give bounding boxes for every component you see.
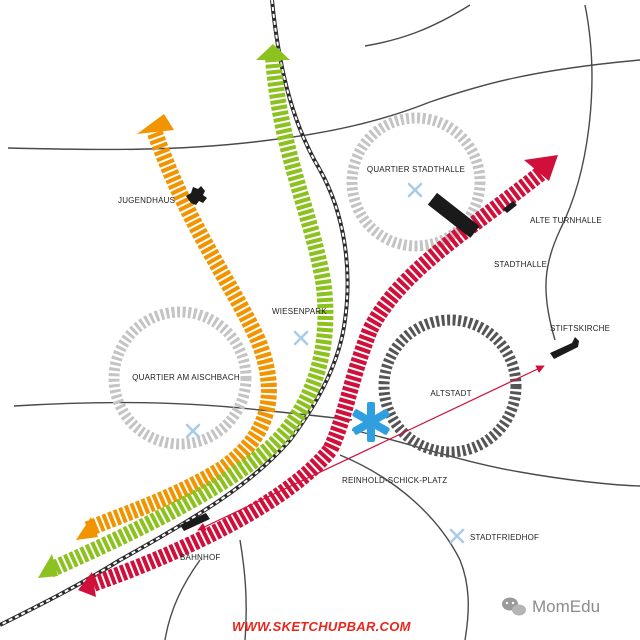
building-silhouette-icon: [186, 186, 207, 205]
arrowhead-green-north: [256, 44, 290, 60]
x-marker-icon: [293, 330, 309, 346]
brand-text: MomEdu: [532, 597, 600, 616]
label-stadtfriedhof: STADTFRIEDHOF: [470, 533, 539, 542]
x-marker-icon: [407, 182, 423, 198]
label-jugendhaus: JUGENDHAUS: [118, 196, 175, 205]
x-marker-icon: [449, 528, 465, 544]
label-bahnhof: BAHNHOF: [180, 553, 221, 562]
blue-star-icon: [352, 402, 390, 442]
label-quartier-stadthalle: QUARTIER STADTHALLE: [367, 165, 465, 174]
route-orange: [76, 114, 277, 540]
label-quartier-am-aischbach: QUARTIER AM AISCHBACH: [132, 373, 240, 382]
label-stadthalle: STADTHALLE: [494, 260, 547, 269]
label-wiesenpark: WIESENPARK: [272, 307, 327, 316]
arrowhead-orange-southwest: [76, 517, 98, 540]
building-alte-turnhalle-icon: [503, 201, 517, 213]
label-stiftskirche: STIFTSKIRCHE: [550, 324, 610, 333]
building-bahnhof-icon: [180, 513, 210, 531]
arrowhead-red-northeast: [524, 155, 558, 181]
ring-quartier-stadthalle: [346, 112, 486, 252]
label-alte-turnhalle: ALTE TURNHALLE: [530, 216, 602, 225]
label-altstadt: ALTSTADT: [430, 389, 471, 398]
building-stadthalle-icon: [427, 192, 480, 238]
axis-bahnhof-stiftskirche: [197, 365, 545, 531]
building-stiftskirche-icon: [550, 337, 579, 359]
arrowhead-red-southwest: [78, 572, 96, 597]
x-marker-icon: [185, 423, 201, 439]
watermark-text: WWW.SKETCHUPBAR.COM: [232, 619, 412, 634]
arrowhead-orange-north: [137, 114, 174, 134]
arrowhead-green-southwest: [38, 554, 58, 578]
label-reinhold-schick-platz: REINHOLD-SCHICK-PLATZ: [342, 476, 447, 485]
wechat-icon: [502, 597, 526, 616]
